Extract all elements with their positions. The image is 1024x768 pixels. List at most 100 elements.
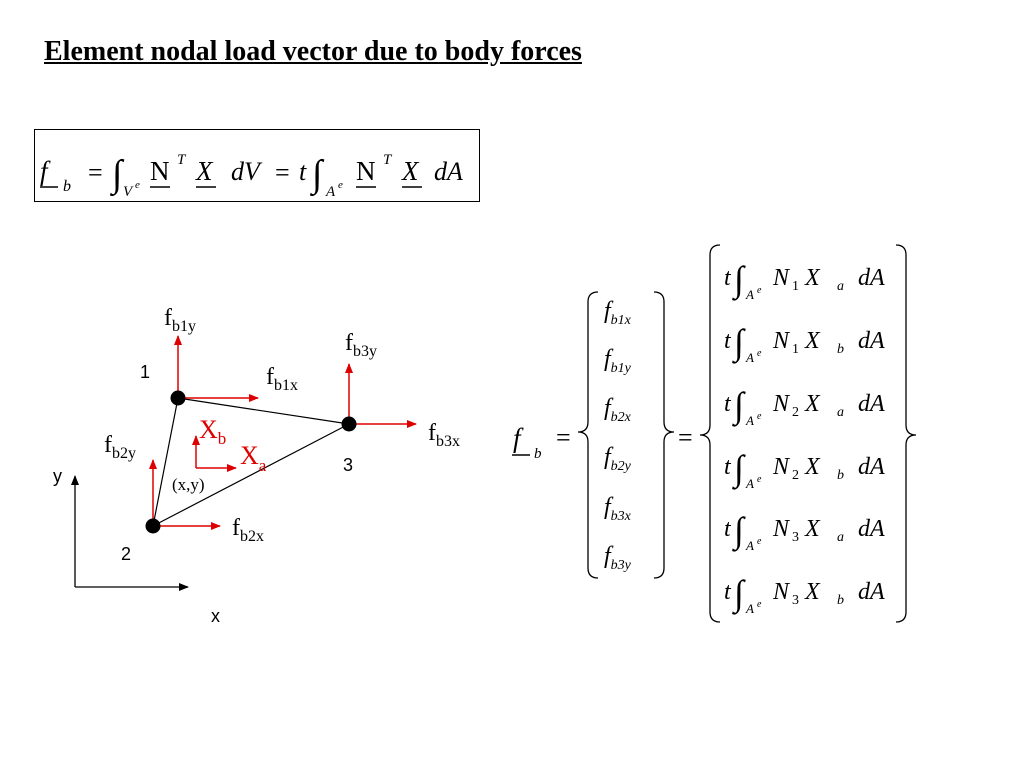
int-dA: dA: [858, 516, 885, 542]
triangle-element-diagram: 1 2 3 fb1y fb1x fb3y fb3x fb2y fb2x Xb X…: [53, 305, 460, 626]
eq-integral-2: ∫: [310, 153, 325, 197]
int-e: e: [757, 285, 762, 296]
int-N: N: [772, 454, 791, 480]
triangle-edges: [152, 397, 350, 527]
node-3: [341, 416, 357, 432]
int-N: N: [772, 265, 791, 291]
eq-N-1: N: [150, 156, 170, 186]
vector-entry: fb2y: [604, 444, 632, 474]
int-dir: b: [837, 342, 844, 357]
int-e: e: [757, 536, 762, 547]
vector-entry: fb3y: [604, 543, 632, 573]
int-dir: b: [837, 593, 844, 608]
int-A: A: [745, 601, 754, 616]
integral-entry: t ∫ A e N 2 X a dA: [724, 385, 885, 428]
vector-entry: fb1y: [604, 346, 632, 376]
eq-f: f: [40, 156, 51, 186]
slide-title: Element nodal load vector due to body fo…: [44, 36, 582, 67]
lhs-f: f: [513, 423, 524, 453]
integral-entry: t ∫ A e N 1 X a dA: [724, 259, 885, 302]
integral-entry: t ∫ A e N 1 X b dA: [724, 322, 885, 365]
eq-dV: dV: [231, 157, 263, 186]
int-e: e: [757, 599, 762, 610]
label-fb3y: fb3y: [345, 330, 377, 360]
int-dA: dA: [858, 328, 885, 354]
eq-A: A: [325, 184, 336, 200]
axis-y-label: y: [53, 466, 62, 486]
axis-x-label: x: [211, 606, 220, 626]
label-Xa: Xa: [240, 441, 267, 475]
eq-integral-1: ∫: [110, 153, 125, 197]
int-sign: ∫: [732, 259, 746, 301]
node-label-1: 1: [140, 362, 150, 382]
label-fb2x: fb2x: [232, 515, 264, 545]
lhs-b: b: [534, 446, 542, 462]
int-A: A: [745, 538, 754, 553]
int-n: 1: [792, 342, 799, 357]
int-n: 3: [792, 593, 799, 608]
vector-entry: fb2x: [604, 395, 632, 425]
int-t: t: [724, 391, 732, 417]
int-dA: dA: [858, 454, 885, 480]
int-e: e: [757, 411, 762, 422]
int-n: 2: [792, 468, 799, 483]
int-sign: ∫: [732, 573, 746, 615]
int-t: t: [724, 516, 732, 542]
int-sign: ∫: [732, 322, 746, 364]
int-sign: ∫: [732, 385, 746, 427]
int-sign: ∫: [732, 448, 746, 490]
eq-X-2: X: [401, 156, 420, 186]
int-X: X: [804, 265, 821, 291]
int-X: X: [804, 579, 821, 605]
eq-equals-2: =: [275, 158, 290, 187]
int-A: A: [745, 413, 754, 428]
vector-brace-right: [653, 291, 675, 579]
int-N: N: [772, 516, 791, 542]
int-N: N: [772, 391, 791, 417]
label-point-xy: (x,y): [172, 475, 205, 494]
int-dA: dA: [858, 579, 885, 605]
node-label-2: 2: [121, 544, 131, 564]
node-2: [145, 518, 161, 534]
eq-dA: dA: [434, 157, 463, 186]
edge-2-1: [152, 397, 179, 527]
integral-brace-left: [699, 244, 721, 623]
eq-N-2: N: [356, 156, 376, 186]
vector-brace-left: [577, 291, 599, 579]
integral-vector: t ∫ A e N 1 X a dA t ∫ A e N 1 X b dA: [724, 259, 885, 616]
int-X: X: [804, 391, 821, 417]
int-N: N: [772, 328, 791, 354]
int-A: A: [745, 350, 754, 365]
integral-entry: t ∫ A e N 3 X b dA: [724, 573, 885, 616]
eq-X-1: X: [195, 156, 214, 186]
edge-3-2: [152, 423, 350, 527]
eq-V: V: [123, 184, 134, 200]
int-n: 3: [792, 530, 799, 545]
vector-entry: fb3x: [604, 494, 632, 524]
int-t: t: [724, 454, 732, 480]
int-dA: dA: [858, 265, 885, 291]
int-t: t: [724, 328, 732, 354]
eq-T-1: T: [177, 152, 187, 168]
int-X: X: [804, 516, 821, 542]
matrix-equation: f b = fb1x fb1y fb2x fb2y fb3x fb3y = t …: [512, 244, 917, 623]
eq-A-e: e: [338, 179, 343, 191]
int-sign: ∫: [732, 510, 746, 552]
int-N: N: [772, 579, 791, 605]
int-dir: a: [837, 279, 844, 294]
matrix-equals-1: =: [556, 423, 571, 452]
boxed-equation: f b = ∫ V e N T X dV = t ∫ A e N T X dA: [40, 152, 463, 200]
int-e: e: [757, 348, 762, 359]
integral-brace-right: [895, 244, 917, 623]
int-A: A: [745, 476, 754, 491]
int-t: t: [724, 265, 732, 291]
integral-entry: t ∫ A e N 3 X a dA: [724, 510, 885, 553]
label-fb1x: fb1x: [266, 364, 298, 394]
int-t: t: [724, 579, 732, 605]
int-n: 1: [792, 279, 799, 294]
equation-box: [34, 129, 480, 202]
eq-V-e: e: [135, 179, 140, 191]
int-dir: b: [837, 468, 844, 483]
int-dA: dA: [858, 391, 885, 417]
